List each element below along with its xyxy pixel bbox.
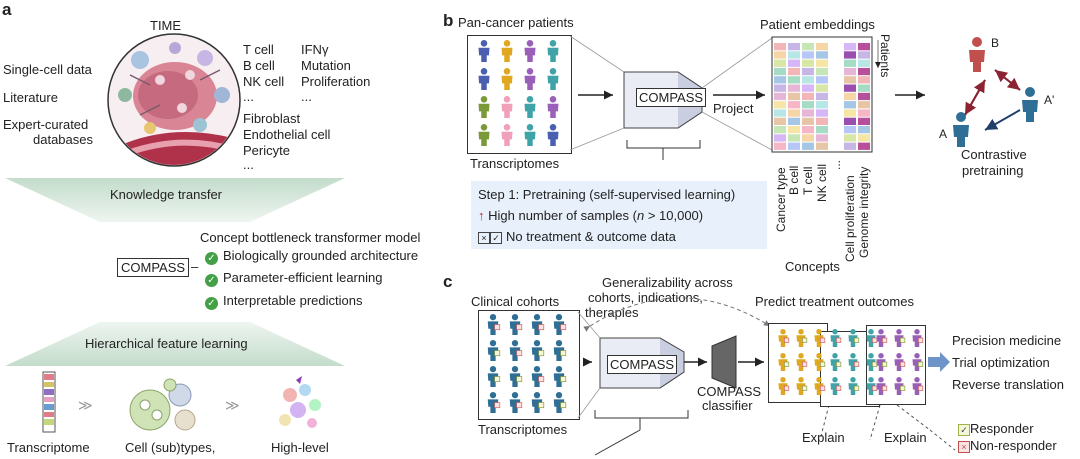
cell-ellipsis-2: ... xyxy=(243,157,254,172)
non-responder-x-icon: × xyxy=(958,441,970,453)
pan-cancer-title: Pan-cancer patients xyxy=(458,15,574,30)
legend-responder: ✓Responder xyxy=(958,421,1034,436)
transcriptomes-label-b: Transcriptomes xyxy=(470,156,560,171)
compass-box-b: COMPASS xyxy=(636,88,707,107)
person-a-prime-icon xyxy=(1022,87,1038,122)
patients-axis-label: Patients xyxy=(878,34,892,78)
feature-label-1: Biologically grounded architecture xyxy=(223,248,419,263)
panel-c-letter: c xyxy=(443,272,453,291)
n-symbol: n xyxy=(636,208,645,223)
generalizability-line-2: cohorts, indications, xyxy=(588,290,703,305)
contrastive-line-1: Contrastive xyxy=(961,147,1027,162)
compass-dash: – xyxy=(191,259,199,274)
node-a-prime-label: A' xyxy=(1044,93,1055,107)
cell-pericyte: Pericyte xyxy=(243,143,290,158)
person-b-icon xyxy=(969,37,985,72)
legend-non-responder: ×Non-responder xyxy=(958,438,1057,453)
feature-proliferation: Proliferation xyxy=(301,74,371,89)
feature-label-2: Parameter-efficient learning xyxy=(223,270,383,285)
non-responder-label: Non-responder xyxy=(970,438,1057,453)
concept-t-cell: T cell xyxy=(801,166,815,195)
clinical-grid-box xyxy=(478,310,580,420)
check-circle-icon: ✓ xyxy=(205,297,218,310)
source-literature: Literature xyxy=(3,90,58,105)
arrow-chevrons-2: ≫ xyxy=(225,397,240,413)
bottom-label-cell-subtypes: Cell (sub)types, xyxy=(125,440,216,455)
outcome-trial: Trial optimization xyxy=(952,355,1050,370)
high-samples-prefix: High number of samples ( xyxy=(488,208,637,223)
patient-embeddings-title: Patient embeddings xyxy=(760,17,875,32)
classifier-line-2: classifier xyxy=(702,398,753,413)
generalizability-line-3: therapies xyxy=(585,305,639,320)
feature-row-2: ✓ Parameter-efficient learning xyxy=(205,270,382,287)
bottom-label-high-level: High-level xyxy=(271,440,329,455)
check-circle-icon: ✓ xyxy=(205,252,218,265)
no-treatment-row: ×✓ No treatment & outcome data xyxy=(478,229,676,244)
clinical-cohorts-title: Clinical cohorts xyxy=(471,294,560,309)
checked-checkbox-icon: ✓ xyxy=(490,232,502,244)
cell-clusters-icon xyxy=(129,378,196,431)
cell-t-cell: T cell xyxy=(243,42,274,57)
person-a-icon xyxy=(953,112,969,147)
project-label: Project xyxy=(713,101,754,116)
concepts-label: Concepts xyxy=(785,259,840,274)
panel-a-letter: a xyxy=(2,0,12,19)
step1-title: Step 1: Pretraining (self-supervised lea… xyxy=(478,187,736,202)
explain-label-2: Explain xyxy=(884,430,927,445)
high-samples-row: ↑ High number of samples (n > 10,000) xyxy=(478,208,703,223)
cell-endothelial: Endothelial cell xyxy=(243,127,331,142)
classifier-line-1: COMPASS xyxy=(697,384,762,399)
transcriptome-bar-icon xyxy=(42,371,56,433)
arrow-chevrons-1: ≫ xyxy=(78,397,93,413)
transcriptomes-label-c: Transcriptomes xyxy=(478,422,568,437)
predict-title: Predict treatment outcomes xyxy=(755,294,914,309)
concept-ellipsis: ... xyxy=(829,159,843,170)
concept-b-cell: B cell xyxy=(787,165,801,195)
responder-label: Responder xyxy=(970,421,1034,436)
outcome-reverse: Reverse translation xyxy=(952,377,1064,392)
hierarchical-label: Hierarchical feature learning xyxy=(85,336,248,351)
contrastive-line-2: pretraining xyxy=(962,163,1024,178)
outcome-precision: Precision medicine xyxy=(952,333,1062,348)
source-single-cell: Single-cell data xyxy=(3,62,92,77)
no-treatment-label: No treatment & outcome data xyxy=(506,229,676,244)
outcome-card-1 xyxy=(768,323,828,403)
responder-check-icon: ✓ xyxy=(958,424,970,436)
feature-label-3: Interpretable predictions xyxy=(223,293,363,308)
cell-b-cell: B cell xyxy=(243,58,275,73)
concept-cell-proliferation: Cell proliferation xyxy=(843,175,857,262)
concept-nk-cell: NK cell xyxy=(815,163,829,202)
compass-box-c: COMPASS xyxy=(607,355,678,374)
compass-box-a: COMPASS xyxy=(117,258,190,277)
check-circle-icon: ✓ xyxy=(205,274,218,287)
feature-row-1: ✓ Biologically grounded architecture xyxy=(205,248,418,265)
cell-fibroblast: Fibroblast xyxy=(243,111,301,126)
panel-b-letter: b xyxy=(443,11,454,30)
bottom-label-transcriptome: Transcriptome xyxy=(7,440,90,455)
patients-grid-box xyxy=(467,35,572,154)
step1-box xyxy=(471,181,767,249)
cell-ellipsis-1: ... xyxy=(243,89,254,104)
outcome-card-3 xyxy=(866,325,926,405)
feature-mutation: Mutation xyxy=(301,58,351,73)
crossed-checkbox-icon: × xyxy=(478,232,490,244)
high-level-features-icon xyxy=(279,376,321,428)
concept-genome-integrity: Genome integrity xyxy=(857,166,871,258)
node-b-label: B xyxy=(991,36,1000,50)
high-samples-suffix: > 10,000) xyxy=(644,208,704,223)
up-arrow-icon: ↑ xyxy=(478,208,485,223)
generalizability-line-1: Generalizability across xyxy=(602,275,733,290)
feature-ifng: IFNγ xyxy=(301,42,329,57)
feature-ellipsis: ... xyxy=(301,89,312,104)
node-a-label: A xyxy=(939,127,948,141)
feature-row-3: ✓ Interpretable predictions xyxy=(205,293,362,310)
knowledge-transfer-label: Knowledge transfer xyxy=(110,187,223,202)
model-title: Concept bottleneck transformer model xyxy=(200,230,421,245)
source-expert-curated: Expert-curated xyxy=(3,117,89,132)
source-databases: databases xyxy=(33,132,93,147)
cell-nk-cell: NK cell xyxy=(243,74,285,89)
explain-label-1: Explain xyxy=(802,430,845,445)
time-title: TIME xyxy=(150,18,182,33)
